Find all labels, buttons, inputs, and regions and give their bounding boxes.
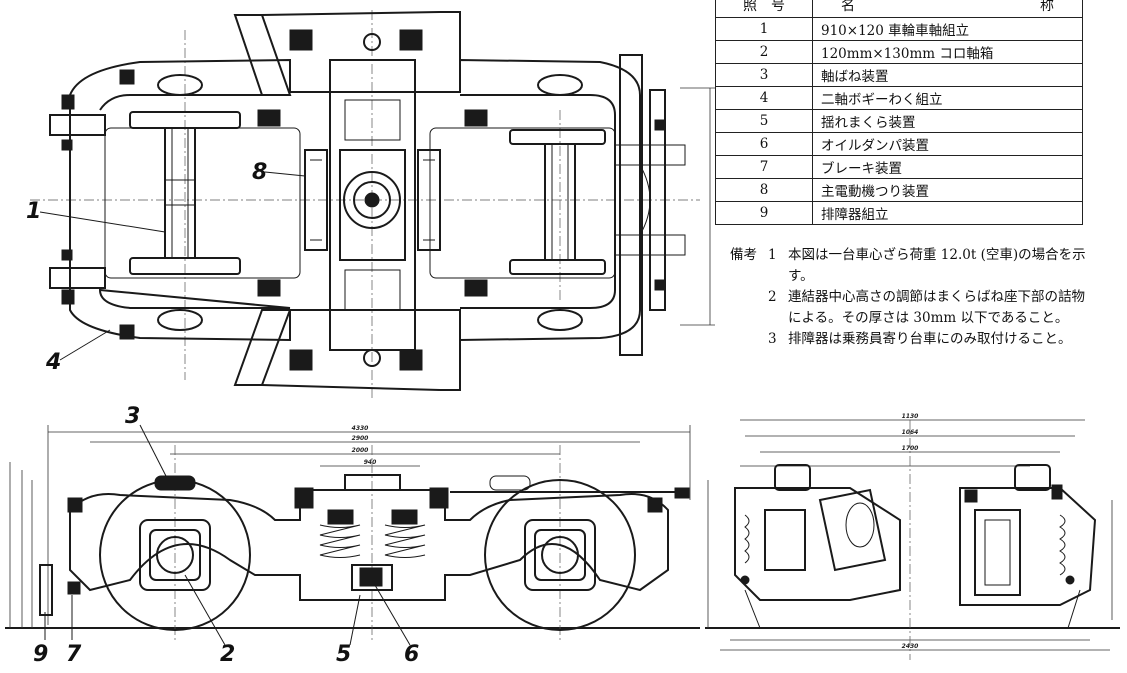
row-no: 9	[715, 201, 813, 225]
note-number: 1	[768, 247, 777, 263]
row-no: 4	[715, 86, 813, 110]
row-no: 7	[715, 155, 813, 179]
plan-view	[30, 10, 715, 400]
notes-heading: 備考	[730, 247, 757, 263]
note-text: 連結器中心高さの調節はまくらばね座下部の詰物による。その厚さは 30mm 以下で…	[788, 289, 1085, 326]
row-name: 910×120 車輪車軸組立	[812, 17, 1083, 41]
callout-8: 8	[252, 160, 268, 185]
row-no: 1	[715, 17, 813, 41]
row-no: 2	[715, 40, 813, 64]
row-name: 軸ばね装置	[812, 63, 1083, 87]
dim-end-width-top: 1130	[901, 413, 919, 420]
dim-side-wheelbase: 2900	[351, 435, 369, 442]
dim-end-bottom: 2430	[901, 643, 919, 650]
row-name: 排障器組立	[812, 201, 1083, 225]
callout-6: 6	[404, 642, 420, 667]
callout-4: 4	[46, 350, 62, 375]
dim-side-overall: 4330	[351, 425, 369, 432]
bolster-springs	[319, 524, 426, 558]
note-item-2: 2 連結器中心高さの調節はまくらばね座下部の詰物による。その厚さは 30mm 以…	[730, 287, 1095, 329]
row-name: 主電動機つり装置	[812, 178, 1083, 202]
note-number: 3	[768, 331, 777, 347]
row-name: 揺れまくら装置	[812, 109, 1083, 133]
side-view	[5, 424, 700, 646]
row-no: 8	[715, 178, 813, 202]
row-name: オイルダンパ装置	[812, 132, 1083, 156]
dim-side-inner: 2000	[351, 447, 369, 454]
header-name: 名 称	[812, 0, 1083, 18]
row-name: 120mm×130mm コロ軸箱	[812, 40, 1083, 64]
header-name-left: 名	[841, 0, 855, 14]
header-no: 照 号	[715, 0, 813, 18]
callout-1: 1	[26, 199, 42, 224]
row-no: 3	[715, 63, 813, 87]
note-text: 本図は一台車心ざら荷重 12.0t (空車)の場合を示す。	[788, 247, 1086, 284]
notes: 備考 1 本図は一台車心ざら荷重 12.0t (空車)の場合を示す。 2 連結器…	[730, 245, 1095, 350]
note-item-3: 3 排障器は乗務員寄り台車にのみ取付けること。	[730, 329, 1095, 350]
row-name: 二軸ボギーわく組立	[812, 86, 1083, 110]
callout-7: 7	[66, 642, 82, 667]
note-text: 排障器は乗務員寄り台車にのみ取付けること。	[788, 331, 1072, 347]
parts-table-header: 照 号 名 称	[715, 0, 1083, 18]
row-no: 6	[715, 132, 813, 156]
dim-end-width-3: 1700	[901, 445, 919, 452]
callout-5: 5	[336, 642, 352, 667]
row-name: ブレーキ装置	[812, 155, 1083, 179]
callout-2: 2	[220, 642, 236, 667]
dim-side-center: 940	[363, 459, 377, 466]
note-item-1: 備考 1 本図は一台車心ざら荷重 12.0t (空車)の場合を示す。	[730, 245, 1095, 287]
dim-end-width-2: 1064	[901, 429, 919, 436]
callout-3: 3	[125, 404, 141, 429]
end-view	[705, 419, 1120, 660]
header-name-right: 称	[1040, 0, 1054, 14]
callout-9: 9	[33, 642, 49, 667]
note-number: 2	[768, 289, 777, 305]
row-no: 5	[715, 109, 813, 133]
